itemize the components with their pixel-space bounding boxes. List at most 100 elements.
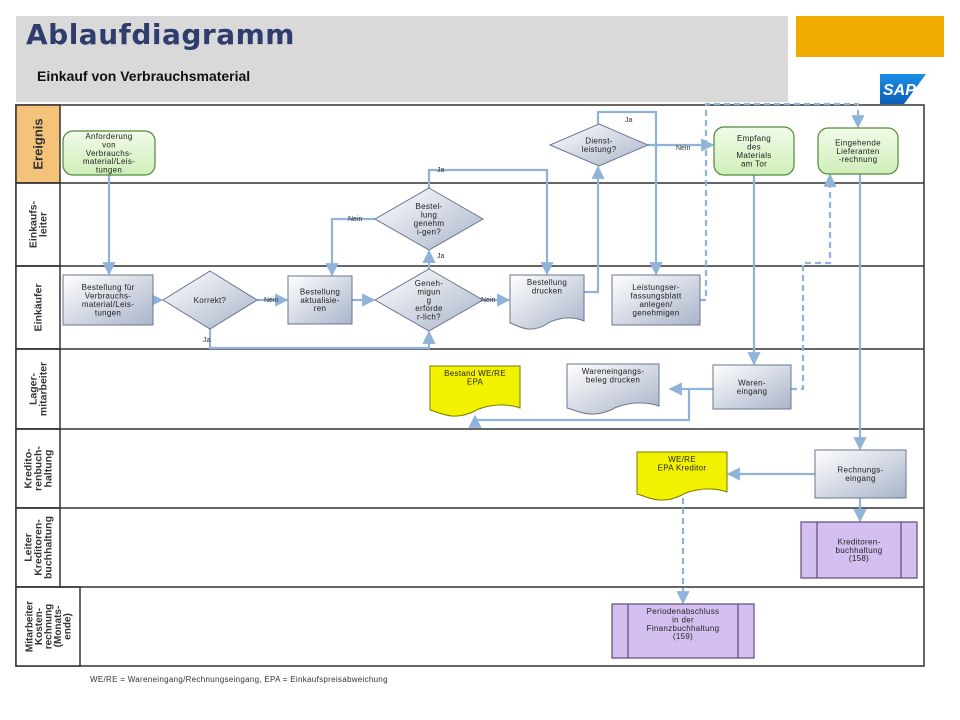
node-label-line: WE/RE bbox=[668, 455, 696, 464]
swimlane-label-line: Einkäufer bbox=[33, 284, 45, 332]
node-label-line: EPA bbox=[467, 377, 484, 386]
edge-label-genehmigung-ja: Ja bbox=[437, 253, 445, 260]
brand-accent-bar bbox=[796, 16, 944, 57]
swimlane-label-line: leiter bbox=[38, 212, 50, 237]
node-label-line: aktualisie- bbox=[300, 296, 339, 305]
node-label-line: Bestellung bbox=[527, 278, 567, 287]
node-dienstleistung: Dienst-leistung? bbox=[548, 123, 650, 167]
node-label-line: tungen bbox=[96, 166, 122, 175]
node-shape bbox=[814, 449, 907, 499]
node-label-line: i-gen? bbox=[417, 227, 441, 236]
node-label-line: Wareneingangs- bbox=[582, 367, 645, 376]
node-label-line: Bestellung für bbox=[81, 283, 134, 292]
swimlane-label-line: (Monats- bbox=[53, 606, 64, 648]
swimlane-label-box bbox=[15, 104, 61, 184]
node-label-line: Bestellung bbox=[300, 287, 340, 296]
swimlane-label: Einkäufer bbox=[33, 284, 45, 332]
node-label-line: Leistungser- bbox=[632, 283, 680, 292]
swimlane-label: Kredito-renbuch-haltung bbox=[23, 446, 55, 491]
node-label-line: genehmigen bbox=[632, 308, 679, 317]
swimlane-ereignis: Ereignis bbox=[15, 104, 61, 184]
swimlane-label-line: ende) bbox=[63, 613, 74, 640]
edge-dashed-wareneingang-to-eingehende bbox=[791, 173, 837, 391]
node-label-line: des bbox=[747, 143, 761, 152]
header-bar bbox=[16, 16, 788, 102]
edge-korrekt-ja-to-genehmigung bbox=[208, 329, 436, 350]
node-label-line: Rechnungs- bbox=[837, 466, 883, 475]
node-label-line: r-lich? bbox=[417, 313, 441, 322]
sap-logo-text: SAP bbox=[883, 82, 916, 99]
edge-label-bestellung-genehmigen-ja: Ja bbox=[437, 167, 445, 174]
node-shape bbox=[548, 123, 650, 167]
node-label: Dienst-leistung? bbox=[582, 137, 617, 154]
swimlane-einkaeufer: Einkäufer bbox=[15, 265, 924, 350]
page-subtitle: Einkauf von Verbrauchsmaterial bbox=[37, 68, 251, 84]
node-shape bbox=[287, 275, 353, 325]
swimlane-kostenrechnung: MitarbeiterKosten-rechnung(Monats-ende) bbox=[15, 586, 924, 667]
swimlane-label-line: rechnung bbox=[44, 604, 55, 650]
node-shape bbox=[509, 274, 585, 330]
node-label-line: (158) bbox=[849, 554, 869, 563]
node-shape bbox=[712, 364, 792, 410]
node-shape bbox=[373, 187, 485, 251]
node-label-line: beleg drucken bbox=[586, 375, 640, 384]
node-label-line: genehm bbox=[414, 219, 445, 228]
edge-dashed-leistung-to-eingehende bbox=[700, 102, 865, 302]
edge-label-dienstleistung-ja: Ja bbox=[625, 117, 633, 124]
node-label-line: drucken bbox=[532, 286, 563, 295]
edge-dienstleistung-ja-to-leistung bbox=[596, 110, 663, 276]
node-label: Kreditoren-buchhaltung(158) bbox=[836, 537, 883, 563]
node-shape bbox=[566, 363, 660, 415]
swimlane-label-line: buchhaltung bbox=[43, 516, 55, 579]
node-label-line: (159) bbox=[673, 632, 693, 641]
swimlane-lager: Lager-mitarbeiter bbox=[15, 348, 924, 430]
node-label-line: Waren- bbox=[738, 379, 766, 388]
node-shape bbox=[713, 126, 795, 176]
node-shape bbox=[429, 365, 521, 417]
swimlane-label-line: haltung bbox=[43, 450, 55, 488]
node-label-line: -rechnung bbox=[839, 155, 878, 164]
node-shape bbox=[373, 268, 485, 332]
edge-drucken-to-dienstleistung bbox=[584, 165, 605, 294]
edge-wareneingang-to-bestand bbox=[468, 389, 691, 428]
node-label: Wareneingangs-beleg drucken bbox=[582, 367, 645, 384]
swimlane-label-box bbox=[15, 348, 61, 430]
node-shape bbox=[817, 127, 899, 175]
footnote: WE/RE = Wareneingang/Rechnungseingang, E… bbox=[90, 675, 388, 684]
node-label-line: Periodenabschluss bbox=[647, 607, 720, 616]
node-label-line: lung bbox=[421, 211, 437, 220]
node-label-line: Geneh- bbox=[415, 279, 444, 288]
node-label-line: buchhaltung bbox=[836, 546, 883, 555]
node-label-line: leistung? bbox=[582, 145, 617, 154]
node-kreditorenbuchhaltung: Kreditoren-buchhaltung(158) bbox=[800, 521, 918, 579]
node-label-line: Finanzbuchhaltung bbox=[647, 624, 720, 633]
node-label-line: material/Leis- bbox=[83, 157, 135, 166]
swimlane-label-line: Kredito- bbox=[23, 448, 35, 489]
node-label-line: Bestand WE/RE bbox=[444, 369, 506, 378]
edge-genehmigen-ja-to-drucken bbox=[427, 168, 554, 276]
node-label: Korrekt? bbox=[194, 296, 227, 305]
node-shape bbox=[611, 274, 701, 326]
node-label-line: Verbrauchs- bbox=[86, 149, 132, 158]
swimlane-label-line: Einkaufs- bbox=[28, 200, 40, 248]
swimlane-label: Ereignis bbox=[31, 118, 46, 169]
swimlane-label-line: Leiter bbox=[23, 533, 35, 562]
node-shape bbox=[800, 521, 918, 579]
node-label-line: Anforderung bbox=[85, 132, 132, 141]
swimlane-label-line: mitarbeiter bbox=[38, 362, 50, 416]
node-shape bbox=[162, 270, 258, 330]
node-label-line: Korrekt? bbox=[194, 296, 227, 305]
